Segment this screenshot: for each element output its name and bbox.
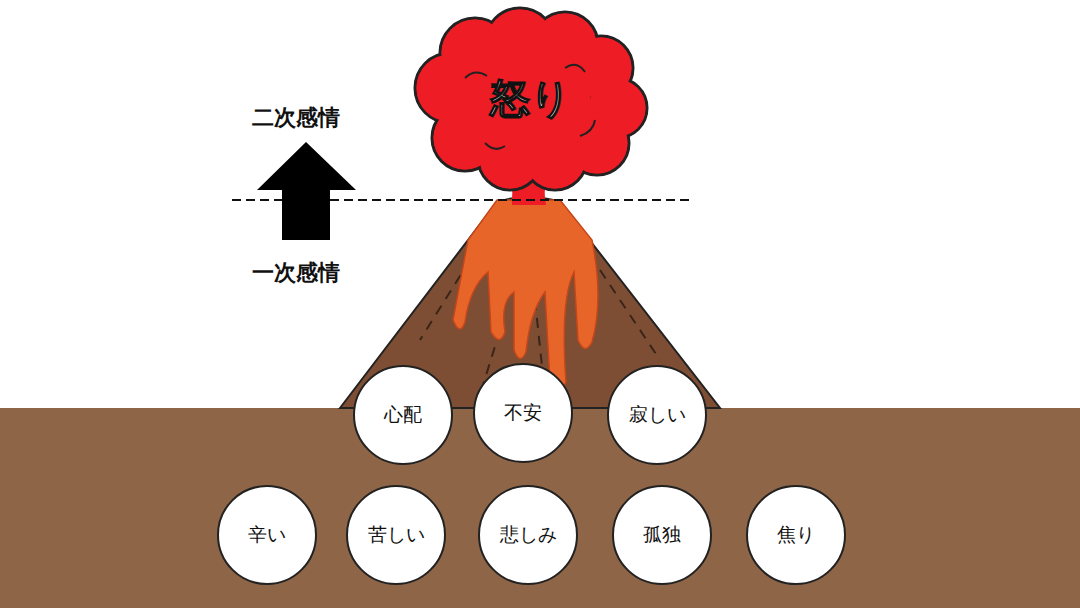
secondary-emotion: 怒り	[405, 8, 655, 188]
emotion-circle: 悲しみ	[478, 485, 578, 585]
circle-shape	[354, 366, 452, 464]
primary-emotion: 苦しい	[346, 485, 446, 585]
cloud-curl	[580, 120, 595, 136]
circle-shape	[747, 486, 845, 584]
primary-emotion: 寂しい	[607, 365, 707, 465]
cloud-curl	[485, 143, 505, 149]
circle-shape	[347, 486, 445, 584]
cloud-curl	[565, 65, 585, 72]
anger-cloud: 怒り	[405, 8, 655, 188]
emotion-circle: 不安	[473, 363, 573, 463]
primary-emotion: 辛い	[217, 485, 317, 585]
level-label: 二次感情	[252, 103, 340, 133]
primary-emotion: 孤独	[612, 485, 712, 585]
circle-shape	[474, 364, 572, 462]
cloud-curl	[465, 72, 487, 78]
primary-emotion: 悲しみ	[478, 485, 578, 585]
circle-shape	[479, 486, 577, 584]
level-label: 一次感情	[252, 258, 340, 288]
emotion-circle: 寂しい	[607, 365, 707, 465]
emotion-circle: 辛い	[217, 485, 317, 585]
circle-shape	[218, 486, 316, 584]
emotion-circle: 孤独	[612, 485, 712, 585]
primary-emotion: 焦り	[746, 485, 846, 585]
circle-shape	[608, 366, 706, 464]
circle-shape	[613, 486, 711, 584]
primary-emotion: 心配	[353, 365, 453, 465]
primary-emotion: 不安	[473, 363, 573, 463]
up-arrow	[257, 142, 356, 240]
lava-flow	[453, 200, 598, 390]
emotion-circle: 心配	[353, 365, 453, 465]
emotion-circle: 焦り	[746, 485, 846, 585]
cone-streak	[600, 270, 660, 360]
emotion-circle: 苦しい	[346, 485, 446, 585]
